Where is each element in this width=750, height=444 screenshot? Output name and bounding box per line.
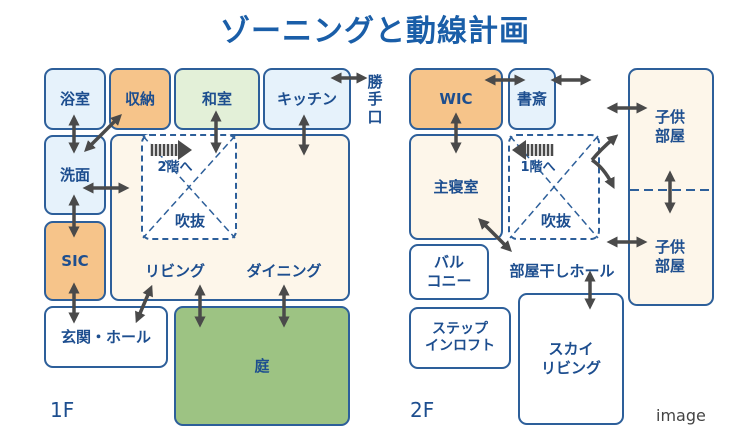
room-master-bedroom-label: 主寝室 — [433, 177, 479, 196]
label-stairs-down: 1階へ — [520, 160, 556, 175]
room-bath-label: 浴室 — [59, 89, 90, 108]
room-storage-label: 収納 — [124, 89, 155, 108]
label-void-2f: 吹抜 — [540, 212, 571, 230]
room-kitchen-label: キッチン — [276, 89, 337, 108]
room-balcony: バル コニー — [409, 244, 489, 300]
room-study-label: 書斎 — [516, 89, 547, 108]
circulation-arrows-1f — [68, 72, 368, 328]
label-dining: ダイニング — [246, 262, 322, 280]
room-washitsu-label: 和室 — [201, 89, 232, 108]
image-caption: image — [656, 406, 706, 425]
floor-label-2f: 2F — [410, 398, 435, 422]
room-washroom-label: 洗面 — [59, 165, 90, 184]
floor-label-1f: 1F — [50, 398, 75, 422]
label-stairs-up: 2階へ — [157, 160, 193, 175]
room-wic-label: WIC — [439, 89, 473, 108]
room-entrance-label: 玄関・ホール — [60, 327, 151, 346]
label-kids-room-1: 子供 部屋 — [654, 108, 685, 145]
room-balcony-label: バル コニー — [426, 253, 472, 290]
label-kids-room-2: 子供 部屋 — [654, 238, 685, 275]
room-entrance-hall: 玄関・ホール — [44, 306, 168, 368]
room-sky-living: スカイ リビング — [518, 293, 624, 425]
page-title: ゾーニングと動線計画 — [220, 14, 530, 49]
fork-arrow-2f — [590, 134, 619, 190]
room-study: 書斎 — [508, 68, 556, 130]
room-step-in-loft-label: ステップ インロフト — [425, 320, 495, 355]
label-living: リビング — [144, 262, 205, 280]
room-garden-label: 庭 — [254, 356, 270, 375]
stairs-up-icon — [150, 140, 192, 160]
label-void-1f: 吹抜 — [174, 212, 205, 230]
label-service-entrance: 勝 手 口 — [367, 73, 383, 126]
circulation-arrows-2f — [450, 74, 676, 310]
room-sic-label: SIC — [61, 251, 89, 270]
room-sky-living-label: スカイ リビング — [540, 340, 601, 377]
stairs-down-icon — [512, 140, 554, 160]
room-step-in-loft: ステップ インロフト — [409, 307, 511, 369]
